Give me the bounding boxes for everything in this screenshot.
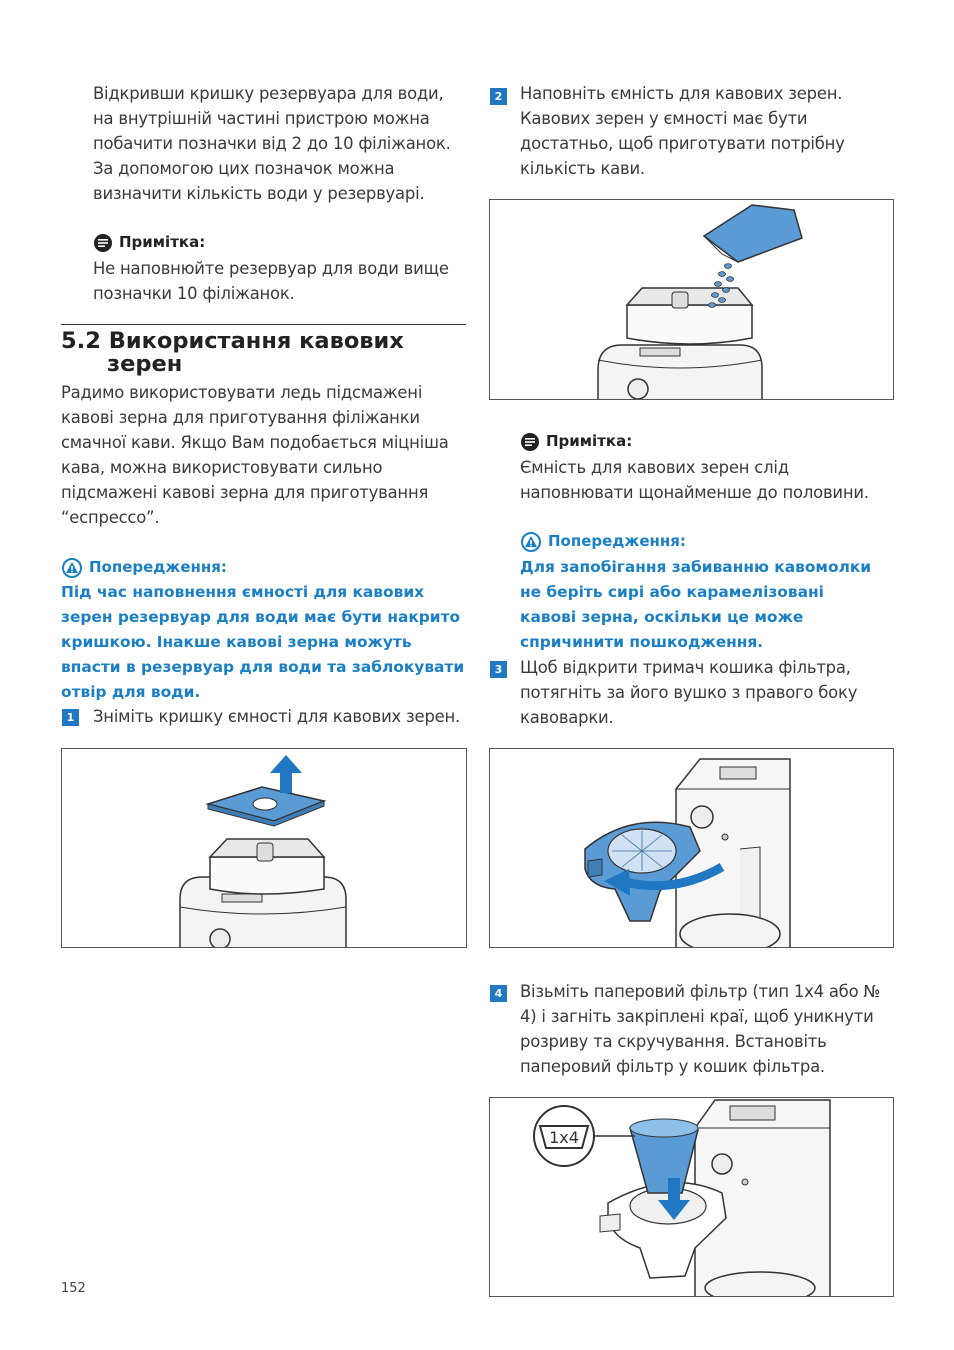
step-3-number: 3: [490, 661, 507, 678]
warning-icon: [521, 531, 541, 552]
step-2-text: Наповніть ємність для кавових зерен. Кав…: [520, 84, 845, 178]
figure-remove-lid: [61, 748, 467, 948]
warning-2-heading-label: Попередження:: [548, 532, 686, 550]
warning-heading-label: Попередження:: [89, 558, 227, 576]
warning-2-heading: Попередження:: [520, 529, 686, 554]
section-paragraph: Радимо використовувати ледь підсмажені к…: [61, 383, 449, 527]
figure-open-filter-holder: [489, 748, 894, 948]
warning-text: Під час наповнення ємності для кавових з…: [61, 583, 465, 701]
note-heading: Примітка:: [93, 230, 205, 255]
figure-fill-beans: [489, 199, 894, 400]
section-title-line1: Використання кавових: [108, 328, 404, 354]
step-1-number: 1: [62, 709, 79, 726]
note-heading-label: Примітка:: [119, 233, 206, 251]
step-1-text: Зніміть кришку ємності для кавових зерен…: [93, 707, 461, 726]
section-heading: 5.2 Використання кавових зерен: [61, 330, 466, 376]
note-icon: [521, 432, 539, 451]
section-number: 5.2: [61, 328, 101, 354]
step-4-number: 4: [490, 985, 507, 1002]
warning-icon: [62, 557, 82, 578]
step-4-text: Візьміть паперовий фільтр (тип 1x4 або №…: [520, 982, 881, 1076]
section-divider: [61, 324, 466, 325]
note-2-text: Ємність для кавових зерен слід наповнюва…: [520, 458, 869, 502]
note-text: Не наповнюйте резервуар для води вище по…: [93, 259, 449, 303]
figure-insert-paper-filter: 1x4: [489, 1097, 894, 1297]
section-title-line2: зерен: [107, 351, 183, 377]
step-3-text: Щоб відкрити тримач кошика фільтра, потя…: [520, 658, 858, 727]
note-2-heading: Примітка:: [520, 429, 632, 454]
warning-2-text: Для запобігання забиванню кавомолки не б…: [520, 558, 872, 651]
step-2-number: 2: [490, 88, 507, 105]
page-number: 152: [61, 1281, 86, 1296]
warning-heading: Попередження:: [61, 555, 227, 580]
note-icon: [94, 233, 112, 252]
filter-type-badge: 1x4: [549, 1128, 579, 1147]
note-2-heading-label: Примітка:: [546, 432, 633, 450]
intro-paragraph: Відкривши кришку резервуара для води, на…: [93, 84, 451, 203]
